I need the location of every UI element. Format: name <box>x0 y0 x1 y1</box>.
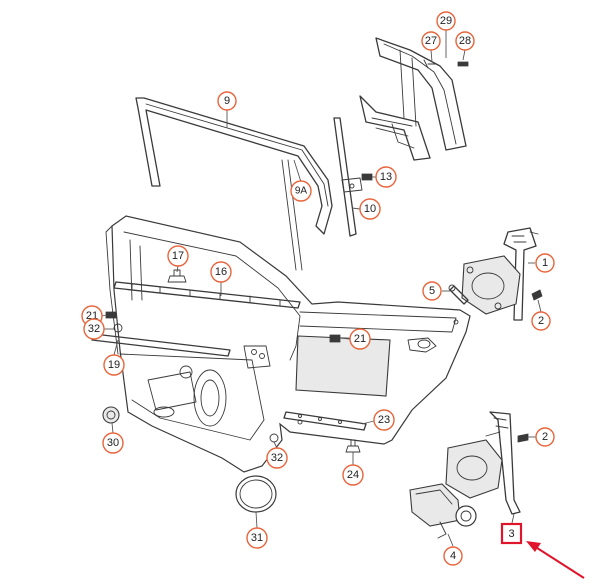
svg-text:16: 16 <box>215 266 227 278</box>
callout-29: 29 <box>436 11 456 31</box>
callout-32-bottom: 32 <box>266 447 288 469</box>
callout-5: 5 <box>422 281 442 301</box>
svg-text:29: 29 <box>440 15 452 27</box>
part-regulator-motor <box>409 483 477 539</box>
svg-text:21: 21 <box>354 333 366 345</box>
part-screw-27 <box>423 59 437 69</box>
part-inner-waist-seal <box>113 281 301 309</box>
part-window-guide-bar <box>333 117 363 237</box>
part-bolt-2-lower <box>517 433 529 443</box>
callout-24: 24 <box>342 464 364 486</box>
svg-text:9A: 9A <box>295 186 308 197</box>
svg-text:13: 13 <box>380 171 392 183</box>
svg-text:31: 31 <box>251 532 263 544</box>
part-window-regulator-lower <box>445 411 521 515</box>
leader-lines <box>101 30 542 547</box>
callout-9: 9 <box>217 91 237 111</box>
svg-text:19: 19 <box>108 359 120 371</box>
part-bolt-2-upper <box>531 289 543 301</box>
callout-1: 1 <box>535 253 555 273</box>
part-grommet-32-left <box>113 323 123 333</box>
callout-13: 13 <box>375 166 397 188</box>
callout-4: 4 <box>443 546 463 566</box>
part-round-cover-31 <box>235 475 277 513</box>
callout-16: 16 <box>210 261 232 283</box>
svg-text:5: 5 <box>429 285 435 297</box>
part-plug-30 <box>102 406 120 424</box>
svg-text:10: 10 <box>364 203 376 215</box>
svg-text:2: 2 <box>538 315 544 327</box>
svg-text:4: 4 <box>450 550 456 562</box>
part-clip-17 <box>167 269 187 283</box>
callout-9a: 9A <box>290 180 312 202</box>
part-screw-21-left <box>105 311 117 319</box>
svg-text:1: 1 <box>542 257 548 269</box>
svg-text:2: 2 <box>542 431 548 443</box>
part-screw-13 <box>361 173 373 181</box>
part-door-shell <box>105 215 471 473</box>
svg-text:32: 32 <box>271 452 283 464</box>
svg-text:23: 23 <box>378 414 390 426</box>
svg-text:9: 9 <box>224 95 230 107</box>
part-sealing-strip-23 <box>283 411 367 431</box>
part-screw-28 <box>457 61 469 67</box>
callout-21-right: 21 <box>349 328 371 350</box>
callout-23: 23 <box>373 409 395 431</box>
svg-text:24: 24 <box>347 469 359 481</box>
part-cable-pin-5 <box>448 284 469 305</box>
red-pointer-arrow-icon <box>526 541 585 579</box>
callout-30: 30 <box>102 432 124 454</box>
callout-31: 31 <box>246 527 268 549</box>
callout-27: 27 <box>421 31 441 51</box>
svg-text:28: 28 <box>459 35 471 47</box>
callout-2-upper: 2 <box>531 311 551 331</box>
callout-17: 17 <box>167 245 189 267</box>
callout-2-lower: 2 <box>535 427 555 447</box>
part-window-guide-frame <box>359 37 467 161</box>
part-window-regulator-upper <box>461 227 539 321</box>
part-clip-24 <box>345 439 361 453</box>
svg-text:32: 32 <box>88 323 100 335</box>
svg-text:30: 30 <box>107 437 119 449</box>
callout-28: 28 <box>455 31 475 51</box>
svg-text:3: 3 <box>508 528 514 540</box>
callout-3-highlighted: 3 <box>500 522 523 545</box>
callout-32-left: 32 <box>83 318 105 340</box>
part-window-run-channel <box>135 97 333 271</box>
callout-10: 10 <box>359 198 381 220</box>
svg-text:27: 27 <box>425 35 437 47</box>
svg-text:17: 17 <box>172 250 184 262</box>
part-screw-21-right <box>329 334 341 343</box>
callout-19: 19 <box>103 354 125 376</box>
